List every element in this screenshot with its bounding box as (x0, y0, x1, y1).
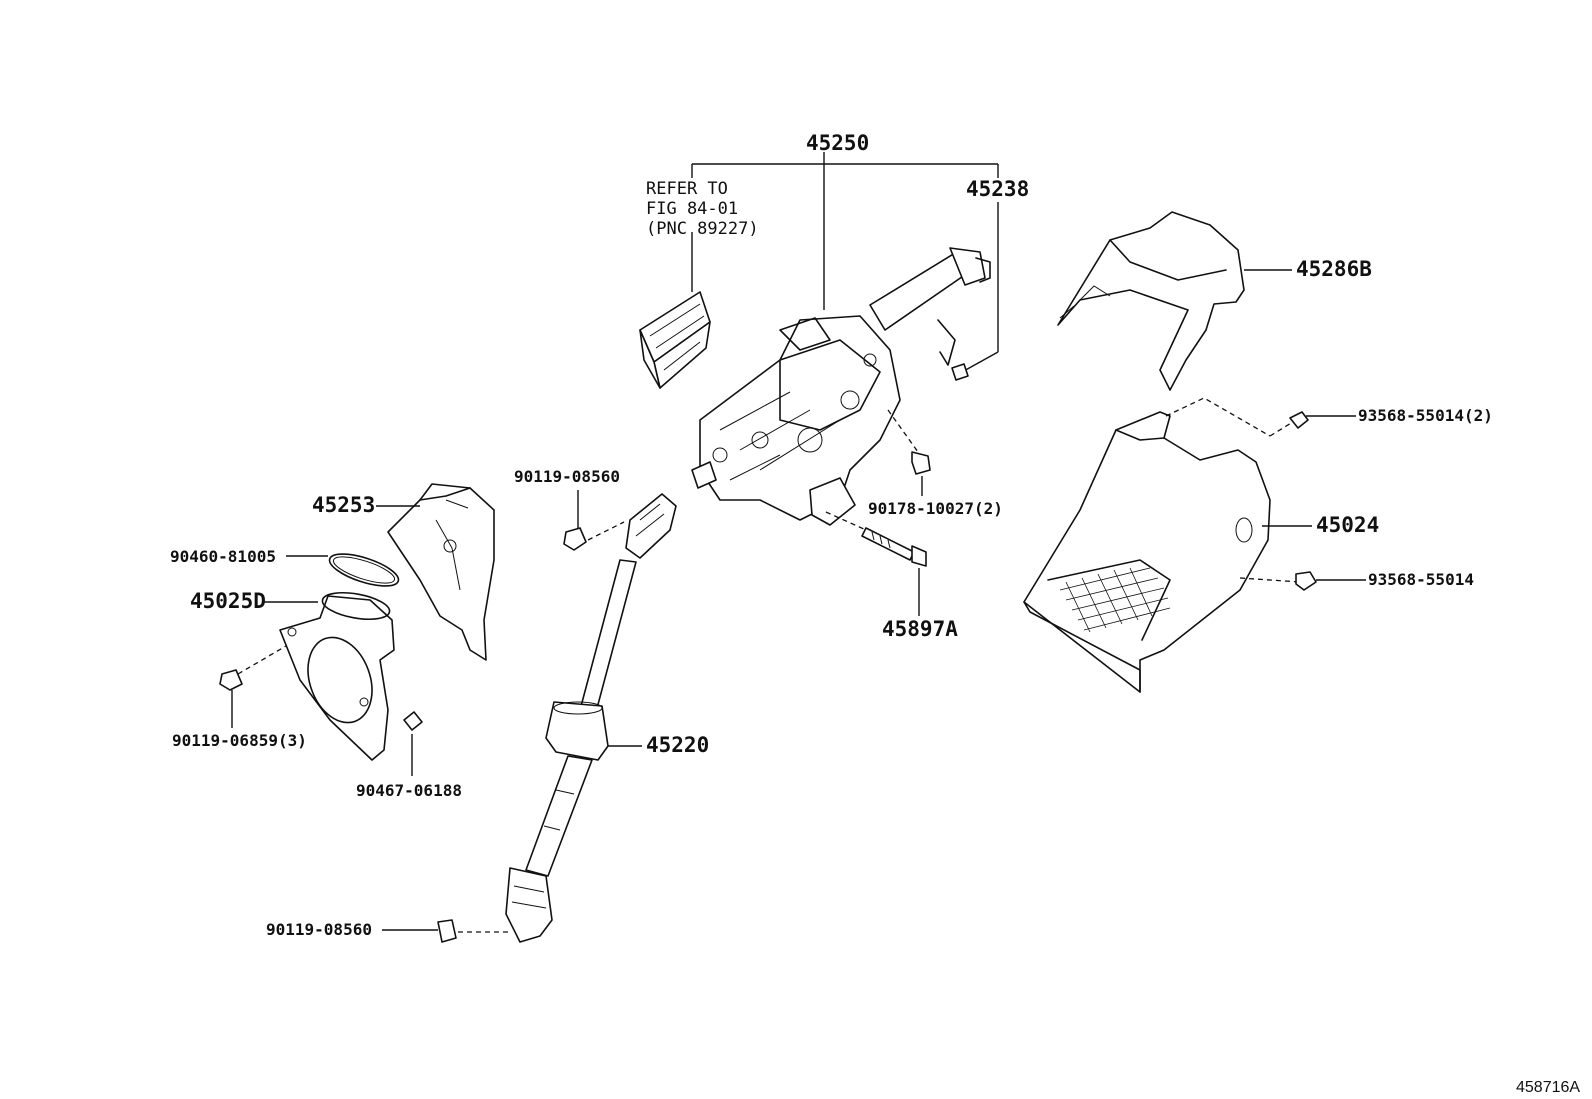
label-45025D: 45025D (190, 589, 266, 613)
label-90119-08560-top: 90119-08560 (514, 467, 620, 486)
label-45897A: 45897A (882, 617, 958, 641)
intermediate-shaft (505, 493, 677, 943)
bolt-90119-06859 (219, 645, 287, 728)
leader-45250-bracket (691, 152, 999, 373)
label-90467-06188: 90467-06188 (356, 781, 462, 800)
note-line1: REFER TO (646, 179, 728, 199)
bolt-90119-bottom (382, 919, 510, 943)
connector-block (639, 291, 711, 389)
note-line3: (PNC 89227) (646, 219, 759, 239)
screw-93568-upper (1269, 411, 1356, 437)
label-93568-55014-2: 93568-55014(2) (1358, 406, 1493, 425)
clip-45238 (951, 363, 969, 381)
label-93568-55014: 93568-55014 (1368, 570, 1474, 589)
label-90178-10027: 90178-10027(2) (868, 499, 1003, 518)
label-45250: 45250 (806, 131, 869, 155)
label-45238: 45238 (966, 177, 1029, 201)
label-45286B: 45286B (1296, 257, 1372, 281)
bolt-45897A (825, 511, 927, 616)
label-45253: 45253 (312, 493, 375, 517)
steering-boot-seal (264, 591, 395, 761)
nut-90178 (887, 409, 931, 496)
label-45220: 45220 (646, 733, 709, 757)
lower-column-cover (1023, 397, 1301, 693)
label-90119-06859: 90119-06859(3) (172, 731, 307, 750)
figure-id: 458716A (1516, 1079, 1580, 1096)
clip-90467 (403, 711, 423, 776)
label-90119-08560-bottom: 90119-08560 (266, 920, 372, 939)
label-45024: 45024 (1316, 513, 1379, 537)
steering-column-assembly (691, 247, 991, 526)
ring-90460 (286, 553, 400, 587)
column-hole-cover (376, 483, 495, 661)
upper-column-cover (1057, 211, 1245, 391)
note-line2: FIG 84-01 (646, 199, 738, 219)
label-90460-81005: 90460-81005 (170, 547, 276, 566)
bolt-90119-top (563, 490, 625, 551)
screw-93568-lower (1295, 571, 1366, 591)
